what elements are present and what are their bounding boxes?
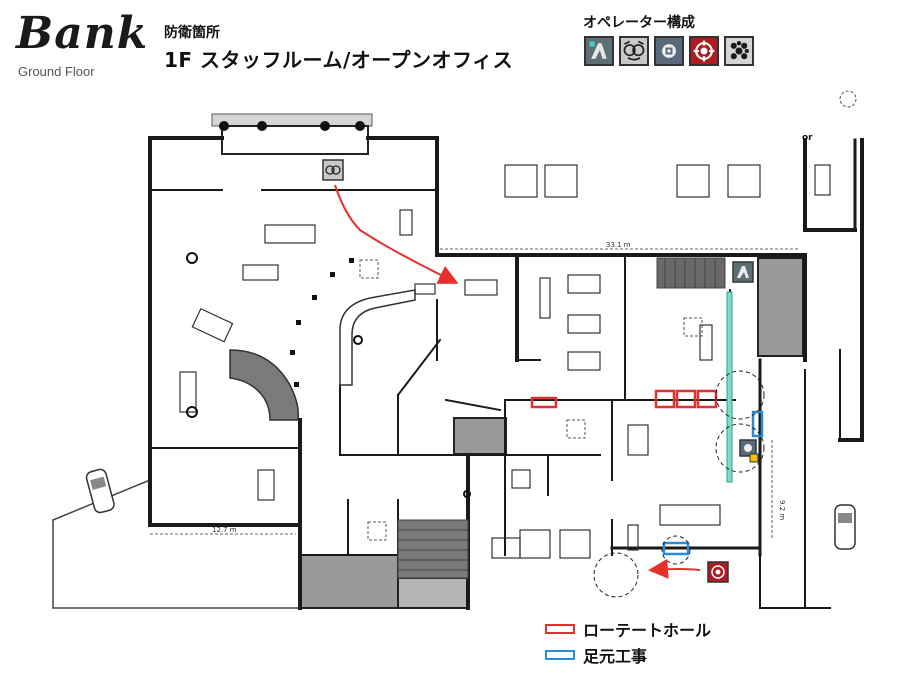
marker-mira-icon [732, 261, 754, 283]
route-arrow-main [334, 184, 459, 284]
teal-barricade [726, 291, 733, 483]
operator-doc-icon [689, 36, 719, 66]
car-right [834, 504, 856, 550]
site-label: 防衛箇所 [164, 25, 220, 41]
grey-room-stairs-bottom [397, 577, 469, 609]
round-tables [186, 252, 471, 498]
marker-kapkan-trap-icon [749, 453, 759, 463]
measure-bottom: 12.7 m [212, 526, 237, 534]
operator-kapkan-icon [654, 36, 684, 66]
route-arrow-bottom [648, 558, 701, 579]
pillar-dots [290, 258, 354, 387]
legend: ローテートホール 足元工事 [545, 617, 711, 669]
spiral-staircase [229, 349, 300, 421]
measure-top: 33.1 m [606, 241, 631, 249]
operator-echo-icon [724, 36, 754, 66]
operator-mira-icon [584, 36, 614, 66]
marker-mozzie-icon [322, 159, 344, 181]
staircase-grey [397, 257, 726, 579]
gadget-ranges [593, 370, 765, 598]
operator-list [584, 36, 754, 66]
footing-works [662, 410, 764, 556]
legend-swatch-rotate [545, 624, 575, 634]
furniture [179, 164, 831, 559]
bank-logo: Bank Ground Floor [12, 6, 147, 86]
measure-right: 9.2 m [778, 500, 786, 520]
measurements [150, 248, 800, 540]
logo-text: Bank [16, 8, 149, 59]
legend-item-footing: 足元工事 [545, 643, 711, 667]
legend-item-rotate: ローテートホール [545, 617, 711, 641]
grey-room-center [453, 417, 507, 455]
floor-label: Ground Floor [18, 64, 95, 79]
rotate-holes [530, 389, 718, 409]
marker-doc-icon [707, 561, 729, 583]
or-label: or [802, 133, 813, 143]
grey-room-bottom-left [299, 554, 399, 609]
legend-label: ローテートホール [583, 621, 712, 640]
operator-mozzie-icon [619, 36, 649, 66]
site-name: 1F スタッフルーム/オープンオフィス [164, 48, 514, 72]
entrance-box [221, 125, 369, 155]
exterior-ground [52, 478, 301, 609]
legend-label: 足元工事 [583, 647, 648, 666]
entrance-pillars [219, 121, 365, 131]
car-left [85, 468, 115, 514]
grey-room-right [757, 257, 804, 357]
dashed-spots [359, 90, 857, 541]
legend-swatch-footing [545, 650, 575, 660]
entrance-panel [211, 113, 373, 127]
marker-kapkan-icon [739, 439, 757, 457]
teller-counter [339, 289, 416, 386]
operators-title: オペレーター構成 [583, 15, 695, 31]
